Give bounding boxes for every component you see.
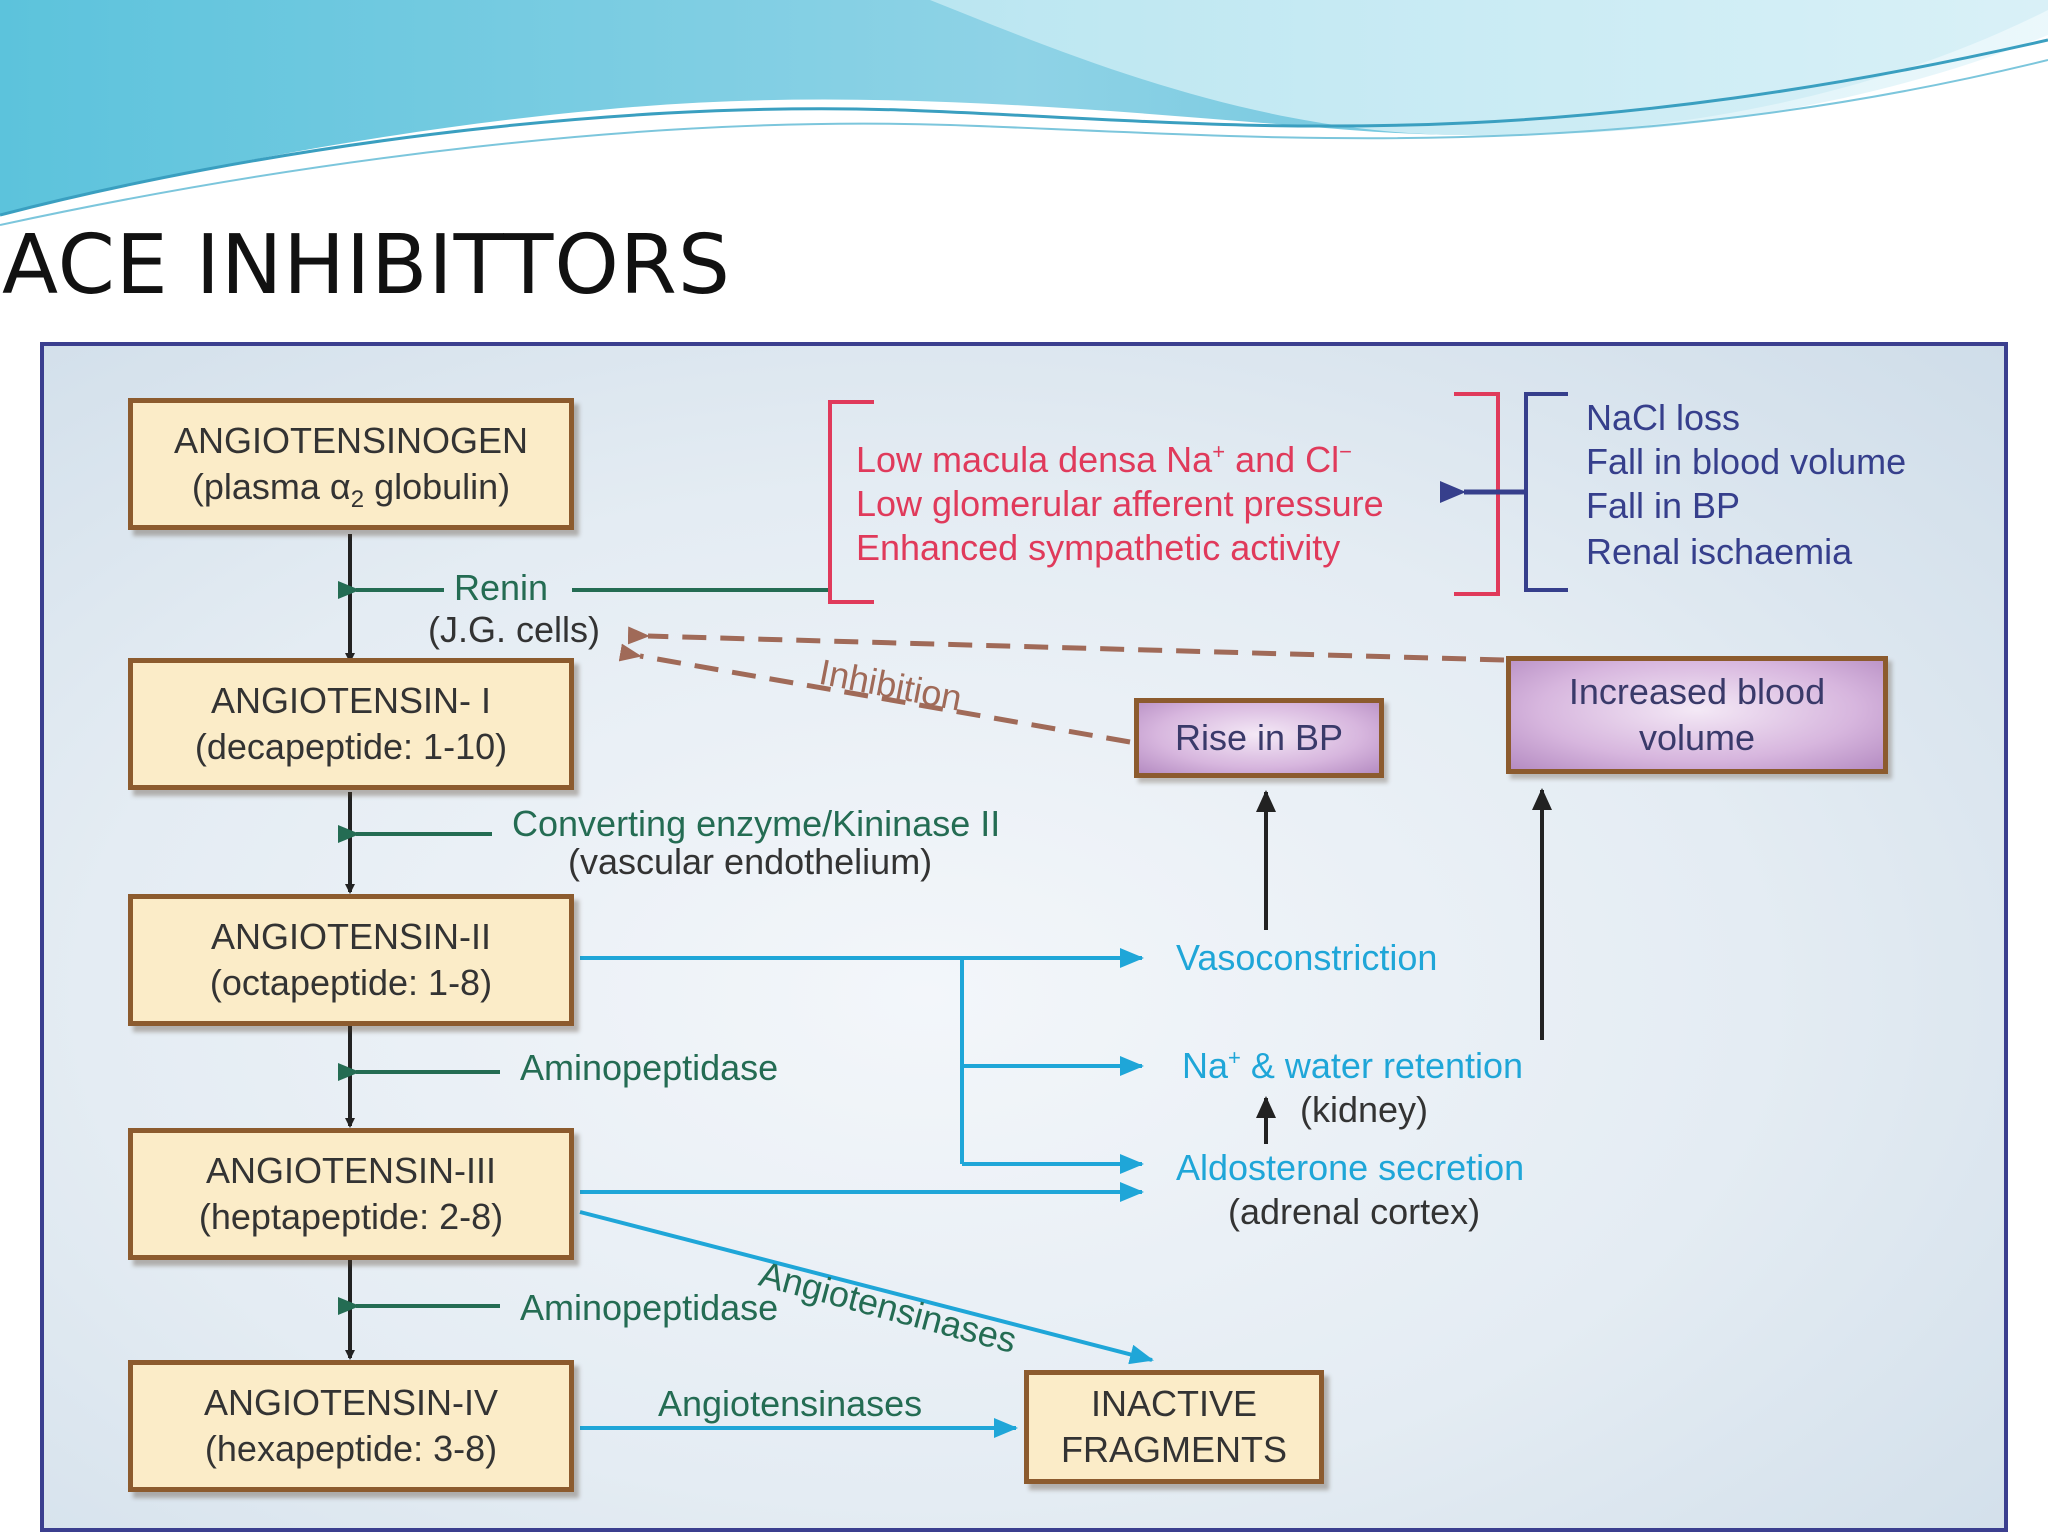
kidney-label: (kidney) [1300,1089,1429,1130]
causes-bracket [1524,392,1568,592]
angiotensinogen-sub-pre: (plasma α [191,466,351,507]
angiotensin-1-title: ANGIOTENSIN- I [210,680,492,721]
inactive-fragments-line2: FRAGMENTS [1060,1429,1287,1470]
cause-fall-blood-volume: Fall in blood volume [1586,441,1907,482]
aminopeptidase-label-2: Aminopeptidase [520,1287,779,1328]
angiotensin-3-subtitle: (heptapeptide: 2-8) [198,1196,504,1237]
cause-fall-bp: Fall in BP [1586,485,1741,526]
converting-enzyme-label: Converting enzyme/Kininase II [512,803,1001,844]
water-retention-text: & water retention [1240,1045,1524,1086]
diagram-connectors [338,392,1568,1438]
stimulus-glomerular: Low glomerular afferent pressure [856,483,1384,524]
cause-nacl-loss: NaCl loss [1586,397,1741,438]
angiotensin-3-box: ANGIOTENSIN-III (heptapeptide: 2-8) [128,1128,574,1260]
stimuli-bracket-left [828,400,874,604]
angiotensin-2-box: ANGIOTENSIN-II (octapeptide: 1-8) [128,894,574,1026]
inactive-fragments-line1: INACTIVE [1090,1383,1258,1424]
angiotensin-2-subtitle: (octapeptide: 1-8) [209,962,493,1003]
increased-blood-volume-box: Increased blood volume [1506,656,1888,774]
aminopeptidase-label-1: Aminopeptidase [520,1047,779,1088]
inhibition-dash-1 [627,626,1505,663]
angiotensin-1-box: ANGIOTENSIN- I (decapeptide: 1-10) [128,658,574,790]
adrenal-cortex-label: (adrenal cortex) [1228,1191,1481,1232]
rise-in-bp-box: Rise in BP [1134,698,1384,778]
na-superscript: + [1212,439,1226,464]
slide-title: ACE INHIBITTORS [2,218,731,313]
angiotensin-3-title: ANGIOTENSIN-III [205,1150,497,1191]
macula-text: Low macula densa Na [856,439,1213,480]
angiotensin-1-subtitle: (decapeptide: 1-10) [194,726,508,767]
vascular-endothelium-label: (vascular endothelium) [568,841,933,882]
stimulus-macula-densa: Low macula densa Na+ and Cl− [856,438,1352,482]
alpha-subscript: 2 [350,486,365,514]
header-wave-banner [0,0,2048,226]
angiotensin-4-title: ANGIOTENSIN-IV [203,1382,499,1423]
cause-renal-ischaemia: Renal ischaemia [1586,531,1853,572]
na-plus-superscript: + [1228,1045,1241,1070]
cl-superscript: − [1339,439,1352,464]
angiotensin-4-subtitle: (hexapeptide: 3-8) [204,1428,498,1469]
jg-cells-label: (J.G. cells) [428,609,601,650]
angiotensinases-diag-arrow [579,1210,1154,1365]
inhibition-dash-2 [618,643,1131,745]
angiotensinogen-subtitle: (plasma α2 globulin) [191,464,511,514]
angiotensin-2-title: ANGIOTENSIN-II [210,916,492,957]
raas-diagram-panel: ANGIOTENSINOGEN (plasma α2 globulin) ANG… [40,342,2008,1532]
rise-in-bp-label: Rise in BP [1174,717,1344,758]
na-text: Na [1182,1045,1229,1086]
renin-label: Renin [454,567,549,608]
angiotensinogen-title: ANGIOTENSINOGEN [173,420,529,461]
blood-volume-line1: Increased blood [1568,671,1826,712]
blood-volume-line2: volume [1638,717,1756,758]
water-retention-label: Na+ & water retention [1182,1044,1523,1088]
inactive-fragments-box: INACTIVE FRAGMENTS [1024,1370,1324,1484]
aldosterone-label: Aldosterone secretion [1176,1147,1525,1188]
angiotensinogen-sub-post: globulin) [364,466,511,507]
angiotensinogen-box: ANGIOTENSINOGEN (plasma α2 globulin) [128,398,574,530]
cl-text: and Cl [1225,439,1340,480]
vasoconstriction-label: Vasoconstriction [1176,937,1438,978]
angiotensin-4-box: ANGIOTENSIN-IV (hexapeptide: 3-8) [128,1360,574,1492]
angiotensinases-horizontal-label: Angiotensinases [658,1383,923,1424]
stimulus-sympathetic: Enhanced sympathetic activity [856,527,1341,568]
